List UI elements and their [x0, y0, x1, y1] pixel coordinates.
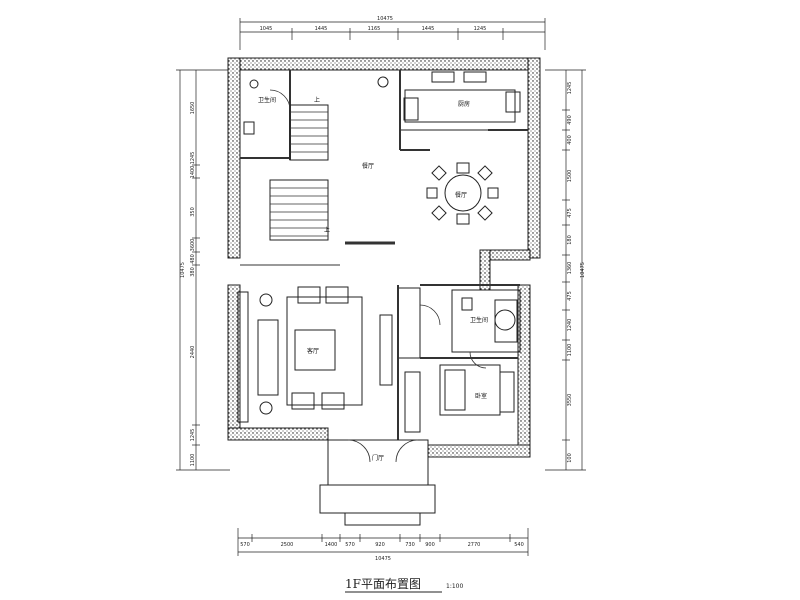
- bottom-dim-seg: 570: [240, 542, 250, 548]
- left-dim-seg: 1245: [190, 152, 196, 165]
- stairs-up-label: 上: [324, 226, 330, 234]
- top-dimension: 10475 1045 1445 1165 1445 1245: [239, 16, 546, 50]
- hall-label: 餐厅: [362, 162, 374, 170]
- bottom-dim-seg: 900: [425, 542, 435, 548]
- right-dim-seg: 3550: [567, 394, 573, 407]
- bottom-dimension: 570 2500 1400 570 920 730 900 2770 540 1…: [237, 528, 529, 562]
- right-dim-seg: 475: [567, 208, 573, 218]
- top-dim-seg: 1165: [368, 26, 381, 32]
- right-dim-seg: 490: [567, 115, 573, 125]
- top-dim-seg: 1445: [422, 26, 435, 32]
- right-dimension: 10475 1245 490 400 1500 475 180 1360 475…: [545, 69, 586, 471]
- bath-label: 卫生间: [258, 96, 276, 104]
- bottom-dim-seg: 540: [514, 542, 524, 548]
- left-dim-seg: 380: [190, 267, 196, 277]
- left-dim-seg: 1245: [190, 429, 196, 442]
- top-dim-seg: 1445: [315, 26, 328, 32]
- left-dim-seg: 3600: [190, 239, 196, 252]
- bathroom2-label: 卫生间: [470, 316, 488, 324]
- left-dim-seg: 1400: [190, 166, 196, 179]
- interior-walls: [237, 69, 529, 526]
- left-dim-seg: 2440: [190, 346, 196, 359]
- right-overall-dim: 10475: [580, 262, 586, 278]
- left-dim-seg: 1100: [190, 454, 196, 467]
- stairs-up-label: 上: [314, 96, 320, 104]
- living-room-furniture: [257, 286, 393, 415]
- door-swings: [269, 89, 487, 463]
- right-dim-seg: 180: [567, 235, 573, 245]
- left-dim-seg: 480: [190, 254, 196, 264]
- right-dim-seg: 1360: [567, 262, 573, 275]
- living-label: 客厅: [307, 347, 319, 355]
- right-dim-seg: 100: [567, 453, 573, 463]
- bedroom-label: 卧室: [475, 392, 487, 400]
- kitchen-label: 厨房: [458, 100, 470, 108]
- left-dim-seg: 350: [190, 207, 196, 217]
- right-dim-seg: 1245: [567, 82, 573, 95]
- bedroom-furniture: [439, 297, 518, 416]
- drawing-scale: 1:100: [446, 583, 463, 590]
- right-dim-seg: 1500: [567, 170, 573, 183]
- stair-treads: [270, 111, 328, 237]
- kitchen-fixtures: [243, 71, 521, 135]
- bottom-dim-seg: 2500: [281, 542, 294, 548]
- left-overall-dim: 10475: [180, 262, 186, 278]
- dining-table: [426, 162, 499, 225]
- right-dim-seg: 1100: [567, 344, 573, 357]
- bottom-dim-seg: 570: [345, 542, 355, 548]
- right-dim-seg: 400: [567, 135, 573, 145]
- top-overall-dim: 10475: [377, 16, 393, 22]
- drawing-title: 1F平面布置图: [345, 577, 421, 591]
- bottom-dim-seg: 2770: [468, 542, 481, 548]
- entry-label: 门厅: [372, 454, 384, 462]
- right-dim-seg: 475: [567, 291, 573, 301]
- top-dim-seg: 1045: [260, 26, 273, 32]
- bottom-dim-seg: 1400: [325, 542, 338, 548]
- dining-label: 餐厅: [455, 191, 467, 199]
- left-dimension: 10475 1650 1245 1400 350 3600 480 380 24…: [176, 69, 230, 471]
- bottom-overall-dim: 10475: [375, 556, 391, 562]
- bottom-dim-seg: 730: [405, 542, 415, 548]
- right-dim-seg: 1240: [567, 319, 573, 332]
- bottom-dim-seg: 920: [375, 542, 385, 548]
- exterior-walls: [227, 57, 541, 458]
- left-dim-seg: 1650: [190, 102, 196, 115]
- top-dim-seg: 1245: [474, 26, 487, 32]
